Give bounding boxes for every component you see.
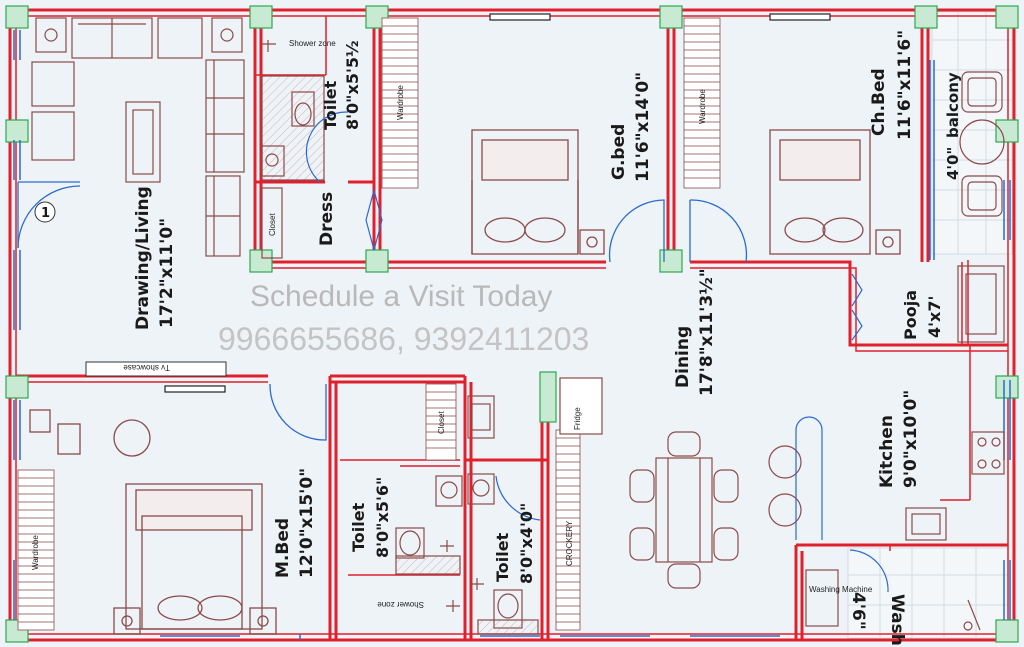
- dining-table-set: [629, 431, 802, 589]
- dining-name: Dining: [673, 326, 693, 388]
- mbed-size: 12'0"x15'0": [297, 468, 317, 578]
- toilet1-name: Toilet: [321, 80, 340, 130]
- mbed-bed: [29, 409, 277, 635]
- kitchen-counter: [795, 416, 823, 540]
- wardrobe-g-label: Wardrobe: [396, 85, 405, 120]
- kitchen-fixtures: [805, 431, 1005, 631]
- watermark-line2: 9966655686, 9392411203: [218, 321, 589, 357]
- dress-closet: [261, 111, 383, 259]
- chbed-bed: [769, 129, 901, 255]
- toilet3-name: Toilet: [493, 532, 512, 582]
- shower-zone-top-label: Shower zone: [289, 39, 336, 48]
- toilet1-size: 8'0"x5'5½: [343, 40, 362, 130]
- wash-name: Wash: [887, 594, 907, 646]
- kitchen-name: Kitchen: [877, 415, 897, 488]
- wash-size: 4'6": [848, 592, 868, 630]
- wardrobe-ch-label: Wardrobe: [698, 89, 707, 124]
- door-number-badge: [34, 201, 56, 223]
- windows: [13, 30, 1011, 640]
- tv-showcase-label: Tv showcase: [123, 363, 170, 372]
- closet-mid-label: Closet: [437, 411, 446, 434]
- dress-name: Dress: [317, 192, 337, 246]
- mbed-name: M.Bed: [273, 518, 293, 578]
- tv-showcase-unit: [85, 361, 227, 377]
- toilet3-fixtures: [467, 395, 541, 635]
- pooja-size: 4'x7': [925, 296, 944, 338]
- fridge-unit: [559, 377, 603, 435]
- pooja-name: Pooja: [901, 290, 920, 340]
- toilet2-name: Toilet: [349, 502, 368, 552]
- ac-units: [164, 13, 831, 393]
- gbed-bed: [471, 129, 605, 255]
- wardrobe-m-label: Wardrobe: [31, 535, 40, 570]
- balcony-name: balcony: [944, 72, 962, 138]
- gbed-size: 11'6"x14'0": [633, 72, 653, 182]
- balcony-size: 4'0": [944, 147, 962, 180]
- pooja-shelf: [957, 265, 1005, 343]
- shower-zone-bottom-label: Shower zone: [377, 600, 424, 609]
- chbed-size: 11'6"x11'6": [895, 30, 915, 140]
- washing-machine-label: Washing Machine: [809, 585, 873, 594]
- chbed-name: Ch.Bed: [869, 68, 889, 136]
- main-door: [17, 181, 81, 249]
- living-furniture: [31, 17, 245, 257]
- toilet2-fixtures: [395, 475, 463, 612]
- door-number: 1: [41, 206, 50, 221]
- fridge-label: Fridge: [573, 407, 582, 430]
- columns: [5, 5, 1019, 643]
- gbed-name: G.bed: [609, 124, 629, 180]
- toilet2-size: 8'0"x5'6": [373, 477, 392, 558]
- kitchen-size: 9'0"x10'0": [901, 390, 921, 488]
- bedroom-doors: [269, 199, 748, 441]
- balcony-furniture: [959, 71, 1005, 217]
- watermark-line1: Schedule a Visit Today: [250, 280, 552, 313]
- pooja-door: [851, 273, 863, 341]
- crockery-label: CROCKERY: [565, 520, 574, 566]
- dining-size: 17'8"x11'3½": [697, 268, 717, 396]
- toilet3-size: 8'0"x4'0": [517, 503, 536, 584]
- living-room-size: 17'2"x11'0": [157, 218, 177, 328]
- wardrobes: [17, 17, 721, 631]
- living-room-name: Drawing/Living: [133, 186, 153, 330]
- closet-top-label: Closet: [268, 213, 277, 236]
